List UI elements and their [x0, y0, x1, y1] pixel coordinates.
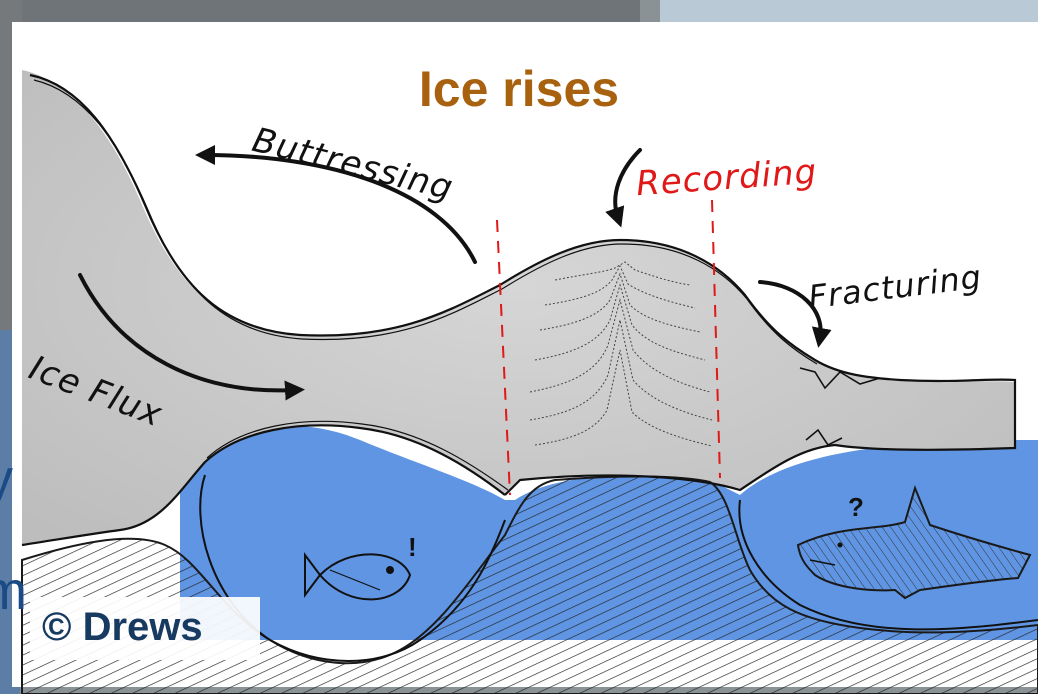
diagram-title: Ice rises — [0, 60, 1038, 118]
copyright-text: © Drews — [42, 605, 203, 650]
shark-question: ? — [848, 492, 864, 523]
edge-text-lower: m — [0, 560, 27, 622]
fish-exclamation: ! — [408, 532, 417, 563]
copyright-box: © Drews — [30, 597, 260, 660]
edge-text-upper: y — [0, 448, 13, 510]
